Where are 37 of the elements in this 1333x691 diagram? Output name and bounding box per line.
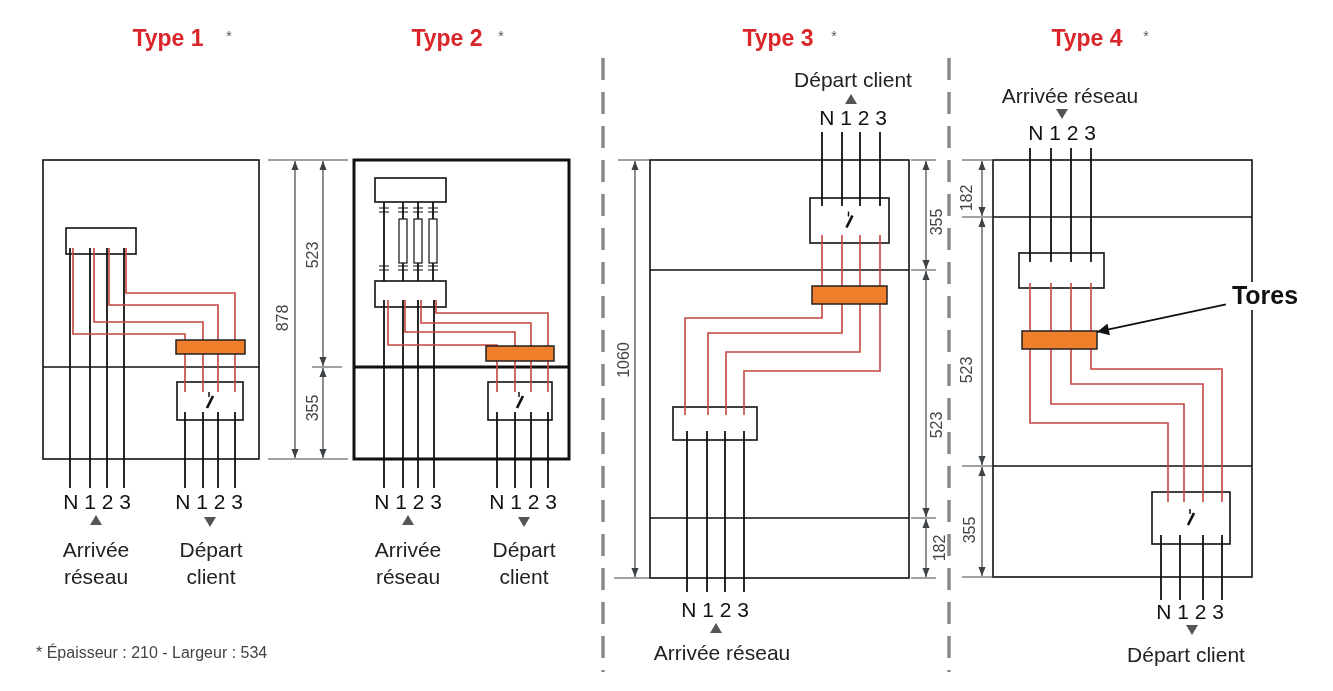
type-heading: Type 1 [132, 23, 204, 53]
direction-caption: Départ client [1127, 642, 1245, 669]
dimension-value: 355 [303, 394, 322, 422]
direction-caption: Départ client [178, 537, 244, 590]
leader-line [1096, 303, 1227, 336]
terminal-labels: N 1 2 3 [1028, 120, 1096, 147]
terminal-labels: N 1 2 3 [374, 489, 442, 516]
terminal-labels: N 1 2 3 [489, 489, 557, 516]
footnote-mark: * [226, 26, 232, 46]
terminal-labels: N 1 2 3 [1156, 599, 1224, 626]
type-heading: Type 2 [411, 23, 483, 53]
dimension-value: 523 [957, 356, 976, 384]
footnote-mark: * [498, 26, 504, 46]
dimension-value: 182 [930, 534, 949, 562]
dimension-value: 182 [957, 184, 976, 212]
direction-caption: Arrivée réseau [1001, 83, 1139, 110]
footnote-mark: * [831, 26, 837, 46]
terminal-labels: N 1 2 3 [819, 105, 887, 132]
terminal-labels: N 1 2 3 [63, 489, 131, 516]
dimension-value: 878 [273, 304, 292, 332]
terminal-labels: N 1 2 3 [681, 597, 749, 624]
direction-caption: Départ client [794, 67, 912, 94]
dimension-value: 1060 [614, 342, 633, 378]
footnote-mark: * [1143, 26, 1149, 46]
torus-bar [1021, 330, 1098, 350]
direction-caption: Arrivée réseau [61, 537, 131, 590]
dimension-value: 523 [927, 411, 946, 439]
direction-caption: Arrivée réseau [653, 640, 791, 667]
dimension-value: 355 [960, 516, 979, 544]
dimension-value: 355 [927, 208, 946, 236]
direction-caption: Arrivée réseau [373, 537, 443, 590]
type-heading: Type 3 [742, 23, 814, 53]
direction-caption: Départ client [491, 537, 557, 590]
type-heading: Type 4 [1051, 23, 1123, 53]
footnote: * Épaisseur : 210 - Largeur : 534 [36, 642, 268, 663]
dimension-value: 523 [303, 241, 322, 269]
terminal-labels: N 1 2 3 [175, 489, 243, 516]
